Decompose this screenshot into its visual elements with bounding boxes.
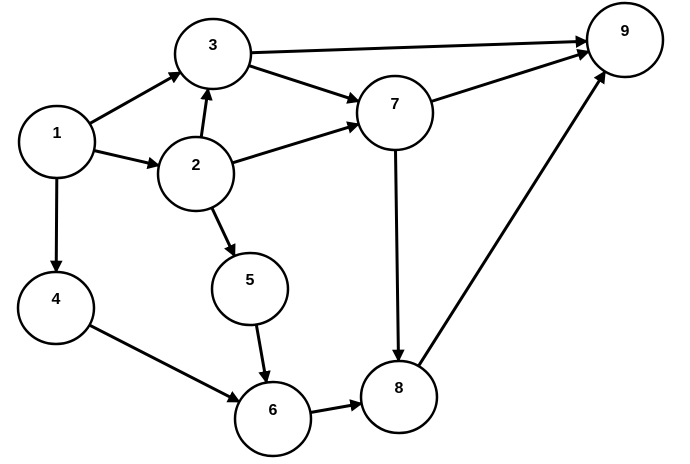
edge-2-to-7 (231, 121, 361, 165)
node-9-label: 9 (621, 23, 630, 40)
node-3-label: 3 (209, 37, 218, 54)
node-1-label: 1 (53, 125, 62, 142)
node-1: 1 (17, 104, 97, 180)
edge-1-to-2 (93, 149, 161, 170)
node-7-label: 7 (391, 96, 400, 113)
node-8: 8 (359, 359, 439, 435)
edge-1-to-3 (88, 70, 182, 125)
node-7: 7 (355, 74, 435, 152)
node-5-label: 5 (246, 272, 255, 289)
edge-3-to-7 (248, 64, 361, 104)
edges-layer (49, 35, 607, 414)
node-6-label: 6 (269, 402, 278, 419)
node-3-circle (173, 17, 253, 91)
edge-7-to-9 (430, 48, 591, 103)
node-8-label: 8 (395, 380, 404, 397)
node-8-circle (359, 359, 439, 435)
node-4-circle (16, 270, 96, 346)
node-5-circle (210, 251, 290, 327)
node-9-circle (585, 1, 665, 79)
edge-4-to-6 (88, 323, 241, 404)
node-4: 4 (16, 270, 96, 346)
edge-2-to-3 (199, 87, 213, 138)
node-3: 3 (173, 17, 253, 91)
node-2-circle (156, 135, 236, 213)
node-4-label: 4 (52, 291, 61, 308)
node-2: 2 (156, 135, 236, 213)
nodes-layer: 1 2 3 4 5 6 7 8 9 (16, 1, 665, 458)
node-7-circle (355, 74, 435, 152)
edge-5-to-6 (254, 324, 271, 384)
edge-7-to-8 (392, 149, 405, 363)
node-9: 9 (585, 1, 665, 79)
node-1-circle (17, 104, 97, 180)
edge-8-to-9 (417, 70, 607, 367)
node-6-circle (233, 380, 313, 458)
node-6: 6 (233, 380, 313, 458)
node-2-label: 2 (192, 157, 201, 174)
edge-6-to-8 (310, 399, 363, 414)
node-5: 5 (210, 251, 290, 327)
edge-1-to-4 (49, 177, 63, 274)
edge-3-to-9 (250, 35, 589, 55)
edge-2-to-5 (210, 206, 236, 258)
